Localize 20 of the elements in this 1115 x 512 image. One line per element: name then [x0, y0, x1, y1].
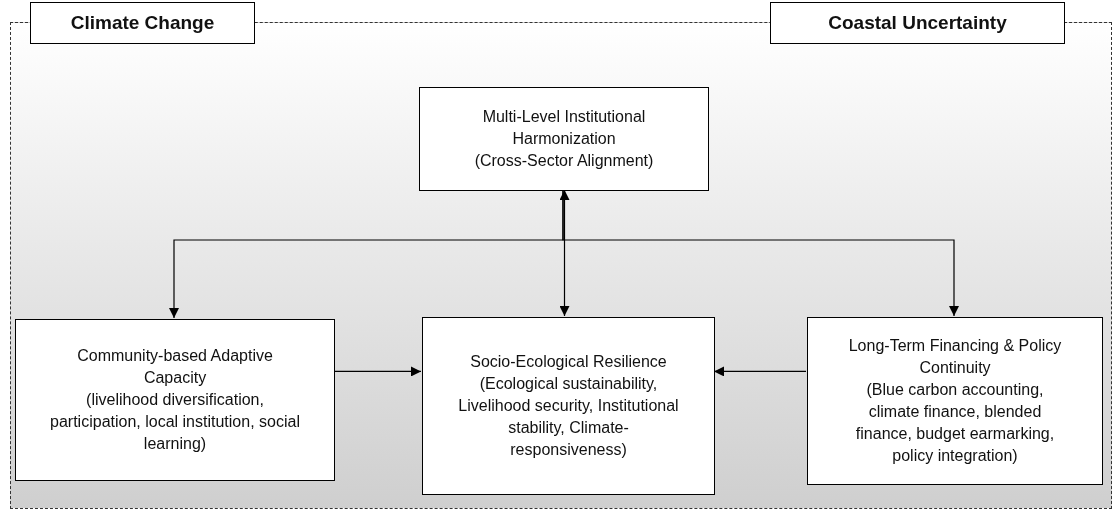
box-description: (Blue carbon accounting, climate finance, blended finance, budget earmarking, policy integration)	[854, 380, 1056, 466]
box-title: Socio-Ecological Resilience	[470, 352, 667, 372]
box-title: Multi-Level Institutional Harmonization	[481, 107, 647, 149]
connector-arrow	[562, 189, 959, 317]
concept-box	[807, 317, 1103, 485]
box-title: Long-Term Financing & Policy Continuity	[847, 336, 1063, 378]
concept-box	[419, 87, 709, 191]
header-title: Climate Change	[70, 10, 215, 35]
header-box	[770, 2, 1065, 44]
box-description: (Cross-Sector Alignment)	[474, 151, 654, 171]
box-description: (Ecological sustainability, Livelihood security, Institutional stability, Climate-responsiveness)	[457, 374, 680, 460]
connector-arrow	[713, 366, 807, 377]
connector-arrow	[559, 189, 570, 317]
header-title: Coastal Uncertainty	[828, 10, 1007, 35]
concept-box	[422, 317, 715, 495]
box-description: (livelihood diversification, participation, local institution, social learning)	[49, 390, 301, 454]
connector-arrow	[333, 366, 422, 377]
box-title: Community-based Adaptive Capacity	[76, 346, 274, 388]
header-box	[30, 2, 255, 44]
concept-box	[15, 319, 335, 481]
